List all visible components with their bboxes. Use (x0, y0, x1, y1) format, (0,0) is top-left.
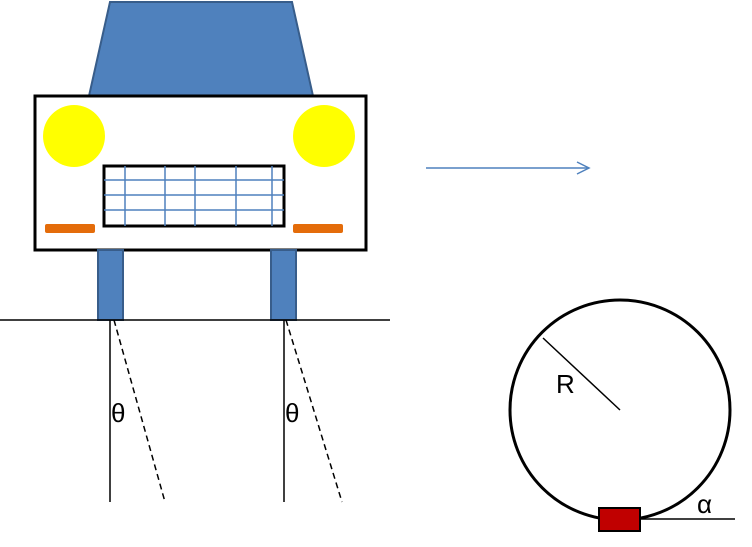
right-indicator (293, 224, 343, 233)
left-indicator (45, 224, 95, 233)
car-grille (102, 164, 286, 228)
theta-left-label: θ (111, 398, 125, 428)
car-roof (87, 1, 315, 97)
right-wheel (270, 249, 297, 321)
radius-line (542, 337, 621, 411)
arrow-right-icon (426, 161, 591, 175)
right-tilted-dashed-line (285, 319, 343, 503)
left-headlight (43, 105, 105, 167)
car-front-icon (33, 1, 368, 321)
theta-right-label: θ (285, 398, 299, 428)
radius-label: R (556, 369, 575, 399)
car-on-loop (598, 507, 641, 532)
right-headlight (293, 105, 355, 167)
alpha-label: α (697, 489, 712, 519)
left-wheel (97, 249, 124, 321)
left-tilted-dashed-line (113, 319, 166, 503)
